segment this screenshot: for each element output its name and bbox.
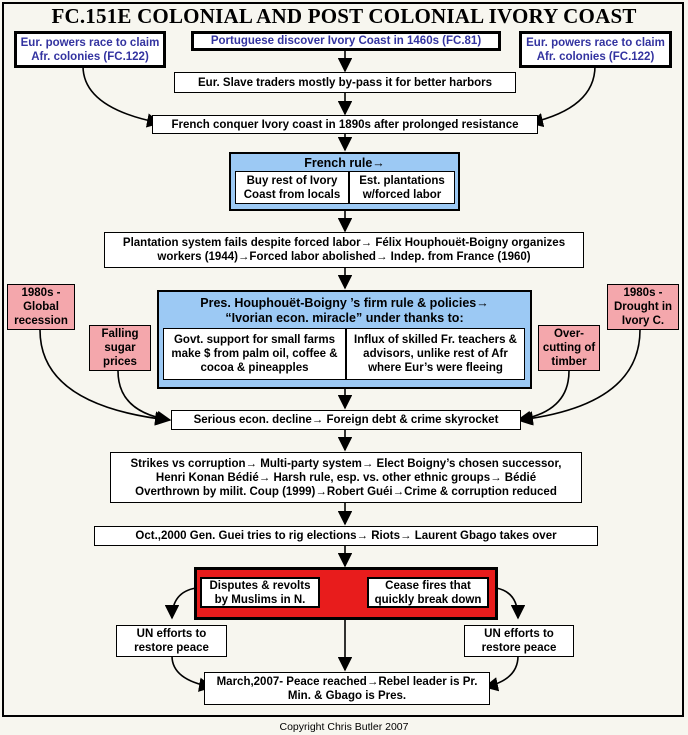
french-rule-heading: French rule→ xyxy=(304,156,385,170)
copyright-text: Copyright Chris Butler 2007 xyxy=(279,721,409,733)
oct-2000-box: Oct.,2000 Gen. Guei tries to rig electio… xyxy=(94,526,598,546)
plantations-box: Est. plantations w/forced labor xyxy=(349,171,455,204)
page-title: FC.151E COLONIAL AND POST COLONIAL IVORY… xyxy=(51,4,637,28)
un-efforts-right-box: UN efforts to restore peace xyxy=(464,625,574,657)
diagram-frame xyxy=(2,2,684,717)
peace-reached-box: March,2007- Peace reached→Rebel leader i… xyxy=(204,672,490,705)
slave-traders-box: Eur. Slave traders mostly by-pass it for… xyxy=(174,72,516,93)
econ-decline-box: Serious econ. decline→ Foreign debt & cr… xyxy=(171,410,521,430)
strikes-line-3: Overthrown by milit. Coup (1999)→Robert … xyxy=(135,485,557,498)
drought-box: 1980s - Drought in Ivory C. xyxy=(607,284,679,330)
eur-race-right-box: Eur. powers race to claim Afr. colonies … xyxy=(519,31,672,68)
strikes-line-1: Strikes vs corruption→ Multi-party syste… xyxy=(130,457,562,470)
un-efforts-left-box: UN efforts to restore peace xyxy=(116,625,227,657)
french-conquer-box: French conquer Ivory coast in 1890s afte… xyxy=(152,115,538,134)
govt-support-box: Govt. support for small farms make $ fro… xyxy=(163,328,346,380)
boigny-heading-1: Pres. Houphouët-Boigny ’s firm rule & po… xyxy=(200,296,489,310)
global-recession-box: 1980s - Global recession xyxy=(7,284,75,330)
overcutting-timber-box: Over-cutting of timber xyxy=(538,325,600,371)
influx-teachers-box: Influx of skilled Fr. teachers & advisor… xyxy=(346,328,525,380)
eur-race-left-box: Eur. powers race to claim Afr. colonies … xyxy=(14,31,166,68)
strikes-line-2: Henri Konan Bédié→ Harsh rule, esp. vs. … xyxy=(155,471,537,484)
boigny-heading-2: “Ivorian econ. miracle” under thanks to: xyxy=(225,311,464,325)
disputes-box: Disputes & revolts by Muslims in N. xyxy=(200,577,320,608)
falling-sugar-box: Falling sugar prices xyxy=(89,325,151,371)
portuguese-discovery-box: Portuguese discover Ivory Coast in 1460s… xyxy=(191,31,501,51)
plantation-system-box: Plantation system fails despite forced l… xyxy=(104,232,584,268)
buy-rest-box: Buy rest of Ivory Coast from locals xyxy=(235,171,349,204)
cease-fires-box: Cease fires that quickly break down xyxy=(367,577,489,608)
strikes-box: Strikes vs corruption→ Multi-party syste… xyxy=(110,452,582,503)
